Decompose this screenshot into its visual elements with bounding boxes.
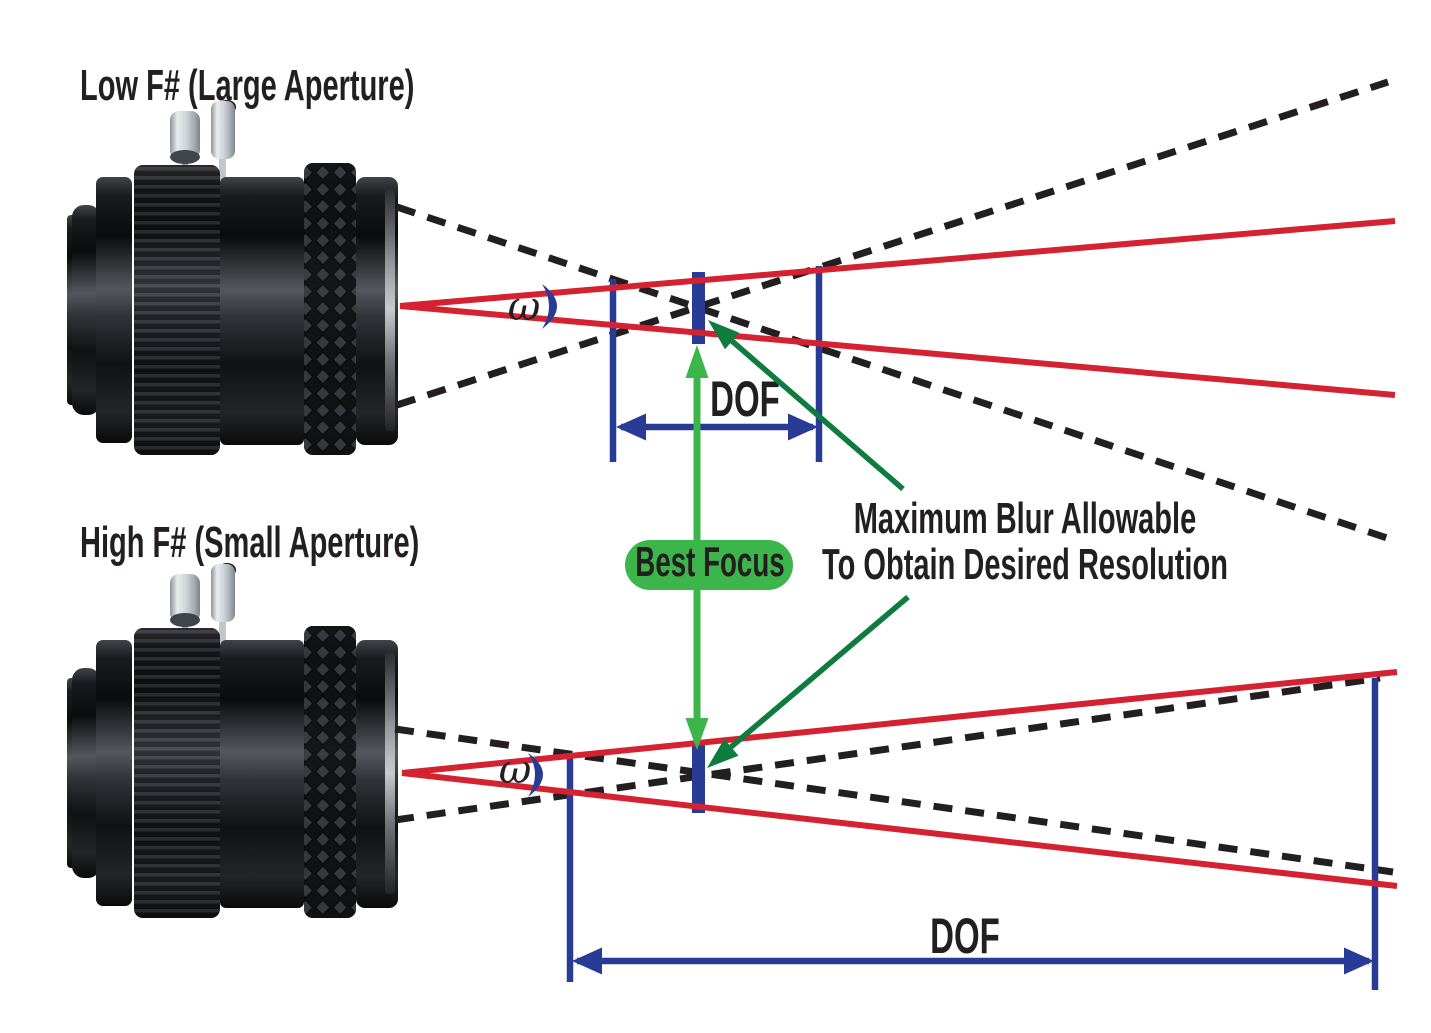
- center-annotations: Best Focus Maximum Blur Allowable To Obt…: [625, 320, 1228, 768]
- aperture-ray-dashed-upper-low: [395, 203, 1389, 542]
- arrowhead-right-icon: [788, 413, 818, 441]
- high-f-diagram: High F# (Small Aperture) DOF ω: [67, 517, 1398, 990]
- lens-illustration-high-f: [67, 563, 398, 918]
- arrowhead-left-icon: [616, 413, 646, 441]
- max-blur-callout-arrow-upper: [730, 338, 905, 492]
- arrowhead-up-icon: [685, 345, 709, 378]
- blur-ray-red-lower-high: [401, 770, 1398, 889]
- low-f-diagram: Low F# (Large Aperture) DOF ω: [67, 60, 1396, 542]
- max-blur-caption-line1: Maximum Blur Allowable: [854, 493, 1197, 543]
- max-blur-marker-low: [692, 272, 705, 344]
- omega-angle-arc-icon: [542, 284, 557, 329]
- max-blur-marker-high: [692, 742, 705, 813]
- aperture-ray-dashed-lower-high: [394, 674, 1381, 824]
- blur-ray-red-lower-low: [399, 303, 1396, 398]
- arrowhead-right-icon: [1344, 947, 1374, 975]
- low-f-title: Low F# (Large Aperture): [80, 60, 414, 110]
- dof-label-low: DOF: [710, 371, 780, 426]
- aperture-ray-dashed-upper-high: [394, 725, 1394, 876]
- aperture-ray-dashed-lower-low: [395, 78, 1390, 409]
- arrowhead-upleft-icon: [708, 320, 740, 350]
- max-blur-callout-arrow-lower: [729, 594, 910, 750]
- omega-angle-arc-icon: [528, 753, 543, 797]
- arrowhead-left-icon: [572, 947, 602, 975]
- omega-symbol-low: ω: [508, 284, 541, 330]
- max-blur-caption-line2: To Obtain Desired Resolution: [822, 539, 1228, 589]
- arrowhead-down-icon: [685, 718, 709, 750]
- best-focus-badge: [625, 540, 793, 590]
- omega-symbol-high: ω: [499, 747, 532, 793]
- blur-ray-red-upper-low: [399, 218, 1396, 309]
- high-f-title: High F# (Small Aperture): [80, 517, 419, 567]
- best-focus-label: Best Focus: [635, 538, 784, 585]
- lens-illustration-low-f: [67, 100, 398, 455]
- dof-label-high: DOF: [930, 908, 1000, 963]
- arrowhead-downleft-icon: [707, 738, 739, 768]
- blur-ray-red-upper-high: [401, 669, 1398, 776]
